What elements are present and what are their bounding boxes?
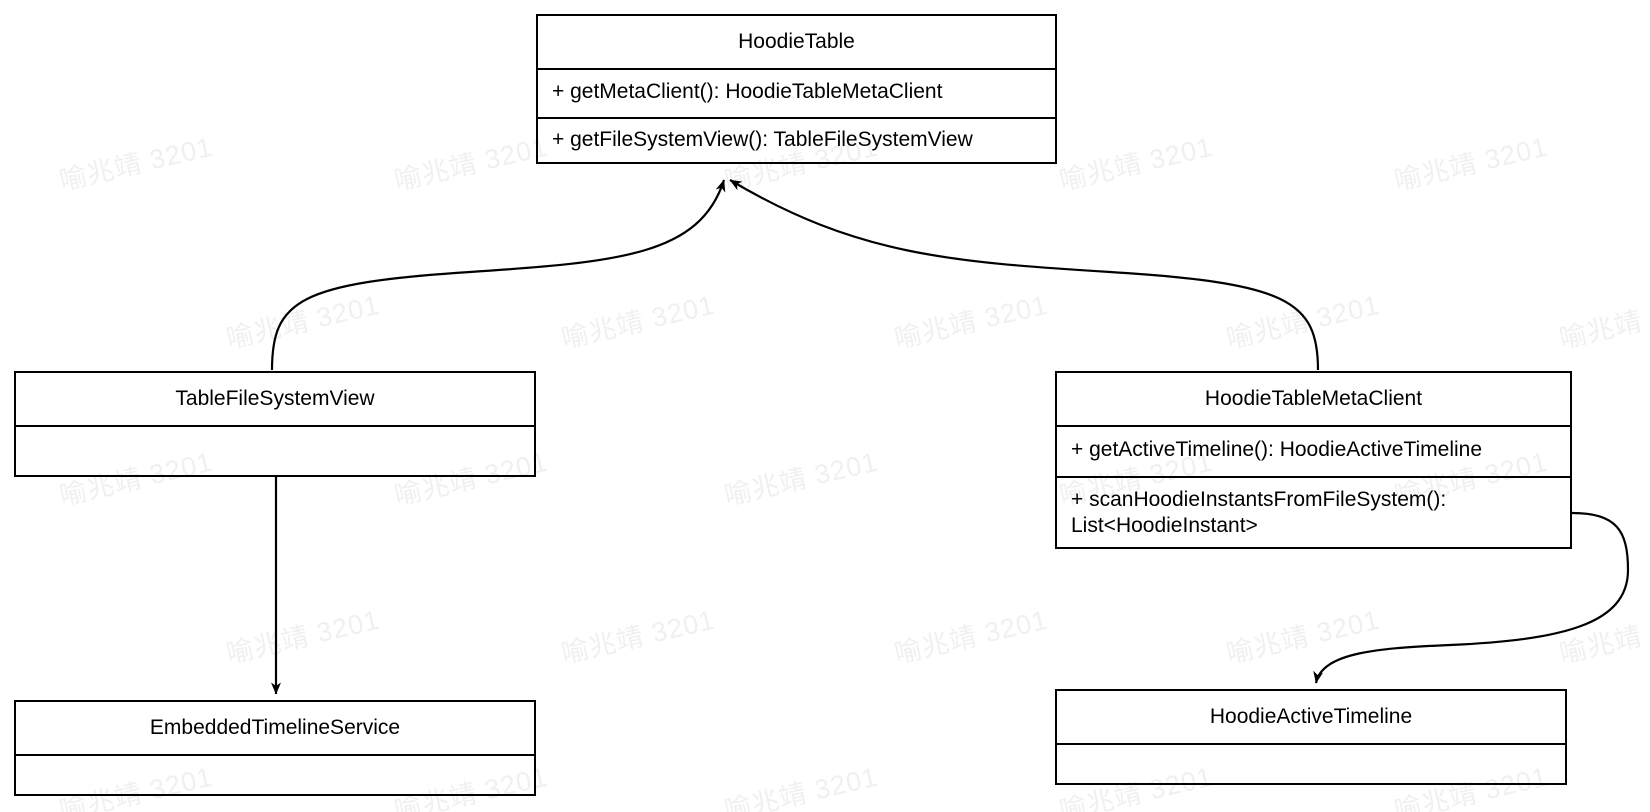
watermark-text: 喻兆靖 3201 xyxy=(721,446,881,512)
watermark-text: 喻兆靖 3201 xyxy=(558,604,718,670)
watermark-text: 喻兆靖 3201 xyxy=(223,289,383,355)
watermark-text: 喻兆靖 3201 xyxy=(891,604,1051,670)
class-operations-hoodie-table: + getMetaClient(): HoodieTableMetaClient… xyxy=(538,68,1055,162)
watermark-text: 喻兆靖 3201 xyxy=(56,131,216,197)
watermark-text: 喻兆靖 3201 xyxy=(558,289,718,355)
operation-row xyxy=(16,756,534,796)
watermark-text: 喻兆靖 3201 xyxy=(223,604,383,670)
operation-row xyxy=(1057,745,1565,785)
watermark-text: 喻兆靖 3201 xyxy=(1223,604,1383,670)
class-name-hoodie-active-timeline: HoodieActiveTimeline xyxy=(1209,705,1413,729)
class-name-embedded-timeline-service: EmbeddedTimelineService xyxy=(149,716,401,740)
watermark-text: 喻兆靖 3201 xyxy=(1556,289,1650,355)
class-name-hoodie-table-meta-client: HoodieTableMetaClient xyxy=(1204,387,1423,411)
watermark-text: 喻兆靖 3201 xyxy=(721,761,881,812)
class-box-hoodie-active-timeline[interactable]: HoodieActiveTimeline xyxy=(1055,689,1567,785)
watermark-text: 喻兆靖 3201 xyxy=(891,289,1051,355)
class-box-table-file-system-view[interactable]: TableFileSystemView xyxy=(14,371,536,477)
class-operations-hoodie-active-timeline xyxy=(1057,743,1565,783)
class-operations-table-file-system-view xyxy=(16,425,534,475)
watermark-text: 喻兆靖 3201 xyxy=(1556,604,1650,670)
operation-row: + scanHoodieInstantsFromFileSystem(): Li… xyxy=(1057,476,1570,547)
watermark-text: 喻兆靖 3201 xyxy=(1056,131,1216,197)
class-box-embedded-timeline-service[interactable]: EmbeddedTimelineService xyxy=(14,700,536,796)
class-box-hoodie-table-meta-client[interactable]: HoodieTableMetaClient + getActiveTimelin… xyxy=(1055,371,1572,549)
watermark-text: 喻兆靖 3201 xyxy=(1391,131,1551,197)
class-box-hoodie-table[interactable]: HoodieTable + getMetaClient(): HoodieTab… xyxy=(536,14,1057,164)
class-name-table-file-system-view: TableFileSystemView xyxy=(175,387,375,411)
edge-tfsv-to-hoodietable xyxy=(270,179,726,371)
operation-row: + getFileSystemView(): TableFileSystemVi… xyxy=(538,117,1055,162)
watermark-text: 喻兆靖 3201 xyxy=(391,131,551,197)
class-operations-hoodie-table-meta-client: + getActiveTimeline(): HoodieActiveTimel… xyxy=(1057,425,1570,547)
edge-metaclient-to-hoodietable xyxy=(729,179,1320,371)
watermark-text: 喻兆靖 3201 xyxy=(1223,289,1383,355)
operation-row: + getActiveTimeline(): HoodieActiveTimel… xyxy=(1071,438,1483,461)
class-operations-embedded-timeline-service xyxy=(16,754,534,794)
class-name-hoodie-table: HoodieTable xyxy=(738,30,855,54)
operation-row: + getMetaClient(): HoodieTableMetaClient xyxy=(552,80,943,103)
operation-row xyxy=(16,427,534,477)
